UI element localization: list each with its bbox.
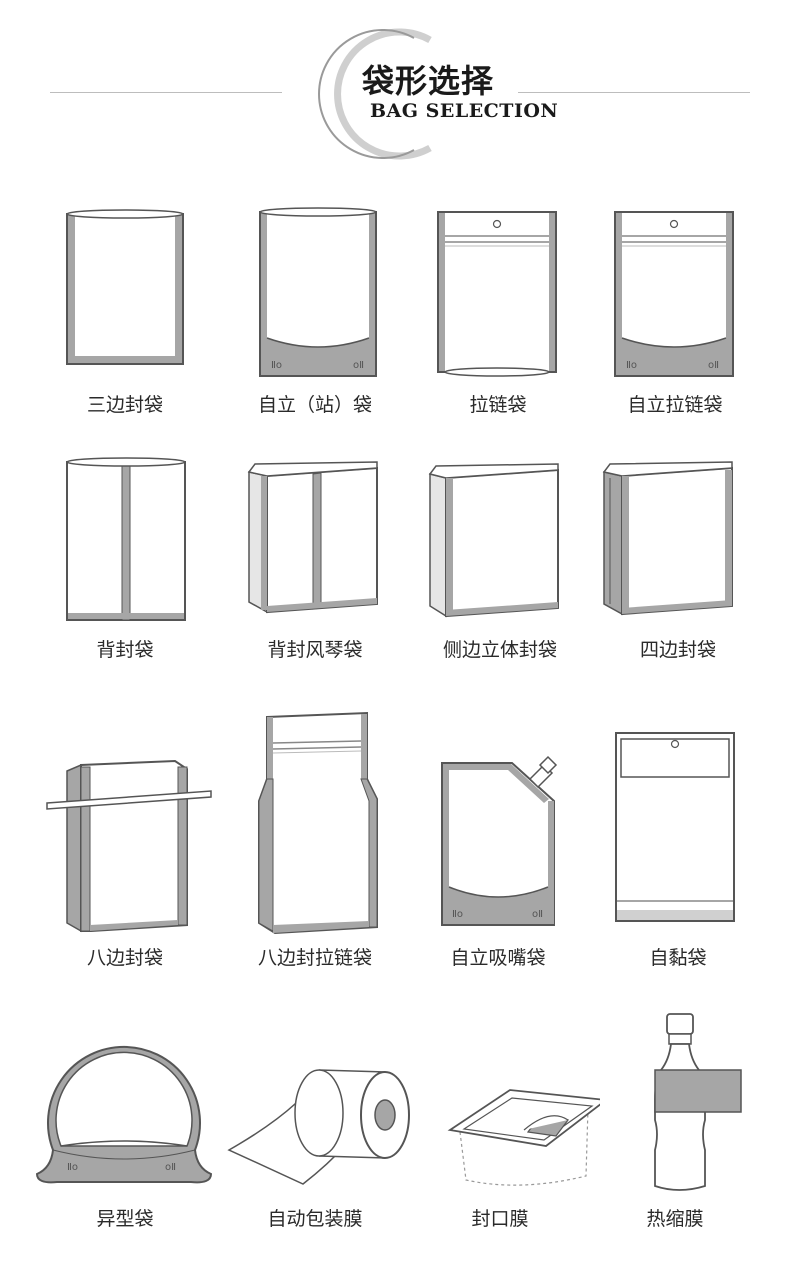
bag-label: 自动包装膜: [267, 1208, 363, 1230]
svg-text:oⅡ: oⅡ: [165, 1162, 176, 1173]
bag-item-eight-side-zipper: 八边封拉链袋: [215, 705, 415, 969]
section-header: 袋形选择 BAG SELECTION: [0, 0, 800, 170]
svg-text:Ⅱo: Ⅱo: [67, 1162, 78, 1173]
svg-text:oⅡ: oⅡ: [353, 360, 364, 371]
bag-item-film-roll: 自动包装膜: [215, 1010, 415, 1260]
shaped-bag-icon: Ⅱo oⅡ: [35, 1045, 213, 1184]
bag-item-stand-up: Ⅱo oⅡ 自立（站）袋: [215, 190, 415, 440]
stand-up-pouch-icon: Ⅱo oⅡ: [259, 207, 377, 377]
bag-item-shrink-film: 热缩膜: [575, 1010, 775, 1260]
bag-item-back-seal-gusset: 背封风琴袋: [215, 440, 415, 690]
header-rule-left: [50, 92, 282, 93]
bag-item-zipper: 拉链袋: [398, 190, 598, 440]
bag-item-shaped: Ⅱo oⅡ 异型袋: [25, 1010, 225, 1260]
bag-label: 八边封袋: [86, 947, 163, 969]
bag-label: 八边封拉链袋: [257, 947, 372, 969]
three-side-seal-bag-icon: [66, 209, 184, 365]
bag-label: 热缩膜: [646, 1208, 704, 1230]
svg-text:Ⅱo: Ⅱo: [452, 909, 463, 920]
bag-label: 异型袋: [96, 1208, 154, 1230]
bag-label: 三边封袋: [86, 394, 163, 416]
back-seal-bag-icon: [66, 457, 186, 621]
bag-label: 自立（站）袋: [257, 394, 372, 416]
self-adhesive-bag-icon: [615, 732, 735, 922]
bag-label: 拉链袋: [469, 394, 527, 416]
bag-item-eight-side-seal: 八边封袋: [25, 705, 225, 969]
side-gusset-bag-icon: [428, 463, 559, 618]
bag-label: 背封袋: [96, 639, 154, 661]
lidding-film-icon: [447, 1089, 600, 1186]
bag-item-four-side-seal: 四边封袋: [578, 440, 778, 690]
bag-item-side-gusset: 侧边立体封袋: [400, 440, 600, 690]
bag-item-back-seal: 背封袋: [25, 440, 225, 690]
shrink-film-bottle-icon: [654, 1013, 742, 1191]
bag-item-spout-pouch: Ⅱo oⅡ 自立吸嘴袋: [398, 705, 598, 969]
stand-up-zipper-bag-icon: Ⅱo oⅡ: [614, 211, 734, 377]
eight-side-zipper-bag-icon: [258, 711, 378, 935]
section-title-zh: 袋形选择: [362, 62, 495, 100]
header-circle-ornament: [318, 28, 432, 160]
svg-text:Ⅱo: Ⅱo: [271, 360, 282, 371]
bag-label: 侧边立体封袋: [442, 639, 557, 661]
zipper-bag-icon: [437, 211, 557, 377]
bag-label: 自黏袋: [649, 947, 707, 969]
bag-item-lidding-film: 封口膜: [400, 1010, 600, 1260]
four-side-seal-bag-icon: [602, 461, 733, 616]
bag-label: 四边封袋: [639, 639, 716, 661]
svg-text:oⅡ: oⅡ: [532, 909, 543, 920]
bag-label: 背封风琴袋: [267, 639, 363, 661]
bag-label: 自立拉链袋: [627, 394, 723, 416]
header-rule-right: [518, 92, 750, 93]
packaging-film-roll-icon: [227, 1069, 410, 1185]
bag-item-stand-up-zipper: Ⅱo oⅡ 自立拉链袋: [575, 190, 775, 440]
svg-text:oⅡ: oⅡ: [708, 360, 719, 371]
bag-label: 自立吸嘴袋: [450, 947, 546, 969]
svg-text:Ⅱo: Ⅱo: [626, 360, 637, 371]
bag-item-three-side-seal: 三边封袋: [25, 190, 225, 440]
spout-pouch-icon: Ⅱo oⅡ: [441, 755, 558, 926]
eight-side-seal-bag-icon: [46, 759, 212, 933]
back-seal-gusset-bag-icon: [247, 461, 378, 614]
section-title-en: BAG SELECTION: [370, 100, 559, 122]
bag-label: 封口膜: [471, 1208, 529, 1230]
bag-item-self-adhesive: 自黏袋: [578, 705, 778, 969]
